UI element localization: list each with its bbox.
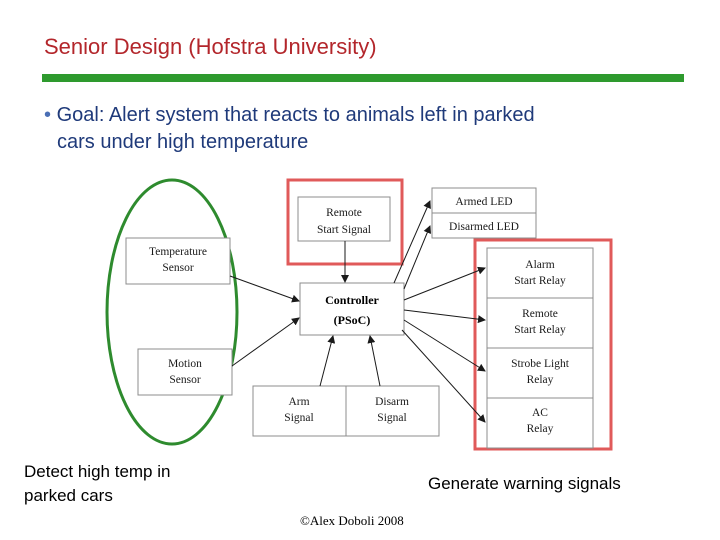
motion-sensor-label-1: Motion bbox=[168, 358, 202, 370]
bullet-line-1: Goal: Alert system that reacts to animal… bbox=[56, 104, 535, 126]
disarmed-led-box bbox=[431, 212, 537, 239]
temperature-sensor-label-1: Temperature bbox=[149, 246, 207, 258]
input-sensors-highlight bbox=[105, 178, 239, 446]
strobe-light-relay-label-1: Strobe Light bbox=[511, 358, 570, 370]
ac-relay-box bbox=[486, 397, 594, 449]
armed-led-label: Armed LED bbox=[455, 196, 512, 208]
arrow-temp-to-controller bbox=[229, 275, 300, 303]
title-underline bbox=[42, 74, 684, 82]
caption-detect-line-1: Detect high temp in bbox=[24, 462, 171, 481]
ac-relay-label-1: AC bbox=[532, 407, 548, 419]
caption-detect: Detect high temp in parked cars bbox=[24, 460, 170, 508]
arrow-motion-to-controller bbox=[231, 317, 300, 367]
strobe-light-relay-box bbox=[486, 347, 594, 399]
controller-label-1: Controller bbox=[325, 293, 379, 307]
bullet-line-2: cars under high temperature bbox=[57, 131, 309, 153]
disarm-signal-label-1: Disarm bbox=[375, 396, 409, 408]
arrow-controller-to-alarm-relay bbox=[403, 266, 486, 301]
ac-relay-label-2: Relay bbox=[527, 423, 554, 435]
arrow-controller-to-remote-relay bbox=[403, 309, 486, 324]
remote-start-relay-label-1: Remote bbox=[522, 308, 558, 320]
arm-signal-box bbox=[252, 385, 347, 437]
copyright-notice: ©Alex Doboli 2008 bbox=[300, 513, 404, 528]
slide-title: Senior Design (Hofstra University) bbox=[44, 34, 377, 59]
arm-signal-label-1: Arm bbox=[288, 396, 309, 408]
remote-start-relay-label-2: Start Relay bbox=[514, 324, 566, 336]
arrow-controller-to-ac-relay bbox=[401, 329, 486, 423]
outputs-highlight bbox=[473, 238, 613, 451]
remote-start-signal-box bbox=[297, 196, 391, 242]
temperature-sensor-label-2: Sensor bbox=[162, 262, 193, 274]
arrow-controller-to-armed-led bbox=[393, 200, 431, 284]
arrow-disarm-to-controller bbox=[367, 335, 381, 387]
disarm-signal-box bbox=[345, 385, 440, 437]
arrow-arm-to-controller bbox=[319, 335, 336, 387]
caption-detect-line-2: parked cars bbox=[24, 486, 113, 505]
arrow-controller-to-strobe-relay bbox=[403, 319, 486, 372]
alarm-start-relay-box bbox=[486, 247, 594, 299]
strobe-light-relay-label-2: Relay bbox=[527, 374, 554, 386]
arm-signal-label-2: Signal bbox=[284, 412, 313, 424]
controller-label-2: (PSoC) bbox=[334, 313, 371, 327]
goal-bullet: • Goal: Alert system that reacts to anim… bbox=[44, 102, 694, 156]
arrow-controller-to-disarmed-led bbox=[403, 225, 432, 290]
controller-box bbox=[299, 282, 405, 336]
remote-start-relay-box bbox=[486, 297, 594, 349]
disarm-signal-label-2: Signal bbox=[377, 412, 406, 424]
alarm-start-relay-label-1: Alarm bbox=[525, 259, 554, 271]
remote-start-signal-label-2: Start Signal bbox=[317, 224, 371, 236]
remote-start-signal-label-1: Remote bbox=[326, 207, 362, 219]
bullet-marker: • bbox=[44, 104, 52, 126]
alarm-start-relay-label-2: Start Relay bbox=[514, 275, 566, 287]
disarmed-led-label: Disarmed LED bbox=[449, 221, 519, 233]
caption-warning: Generate warning signals bbox=[428, 474, 621, 493]
motion-sensor-label-2: Sensor bbox=[169, 374, 200, 386]
motion-sensor-box bbox=[137, 348, 233, 396]
temperature-sensor-box bbox=[125, 237, 231, 285]
